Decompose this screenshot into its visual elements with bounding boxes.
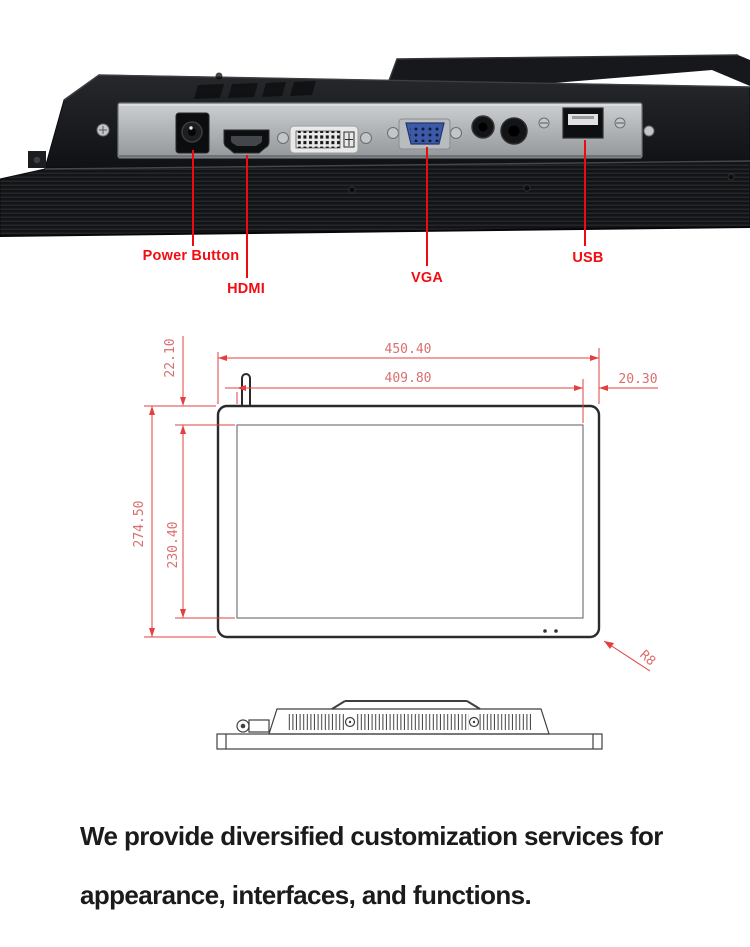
hdmi-label: HDMI <box>227 281 265 297</box>
dimension-texts: 450.40 409.80 20.30 22.10 274.50 230.40 … <box>132 338 658 669</box>
vga-label: VGA <box>410 270 444 286</box>
vent-marks <box>194 72 316 99</box>
vga-port <box>398 118 451 150</box>
dimension-arrows <box>149 355 614 649</box>
dvi-port <box>289 125 359 154</box>
leader-lines <box>192 140 586 278</box>
audio-jack-mic <box>500 117 528 145</box>
dimension-lines <box>144 336 658 672</box>
power-port <box>175 112 210 154</box>
dim-side-bezel: 20.30 <box>618 372 657 387</box>
dim-top-bezel: 22.10 <box>163 338 178 377</box>
dim-outer-width: 450.40 <box>385 342 432 357</box>
side-view <box>216 700 603 750</box>
dim-outer-height: 274.50 <box>132 501 147 548</box>
front-bezel-slab <box>0 160 750 237</box>
caption-line-1: We provide diversified customization ser… <box>80 821 663 851</box>
monitor-ports-photo <box>0 54 750 278</box>
dim-inner-width: 409.80 <box>385 371 432 386</box>
caption-line-2: appearance, interfaces, and functions. <box>80 880 532 910</box>
dimension-drawing: 450.40 409.80 20.30 22.10 274.50 230.40 … <box>132 336 658 750</box>
dim-corner-radius: R8 <box>637 648 659 670</box>
usb-port <box>562 107 604 139</box>
power-button-label: Power Button <box>142 248 240 264</box>
hdmi-port <box>223 129 270 154</box>
front-view <box>216 373 601 639</box>
usb-label: USB <box>572 250 604 266</box>
plate-screws <box>96 117 655 144</box>
dim-inner-height: 230.40 <box>166 522 181 569</box>
audio-jack-line-out <box>471 115 495 139</box>
